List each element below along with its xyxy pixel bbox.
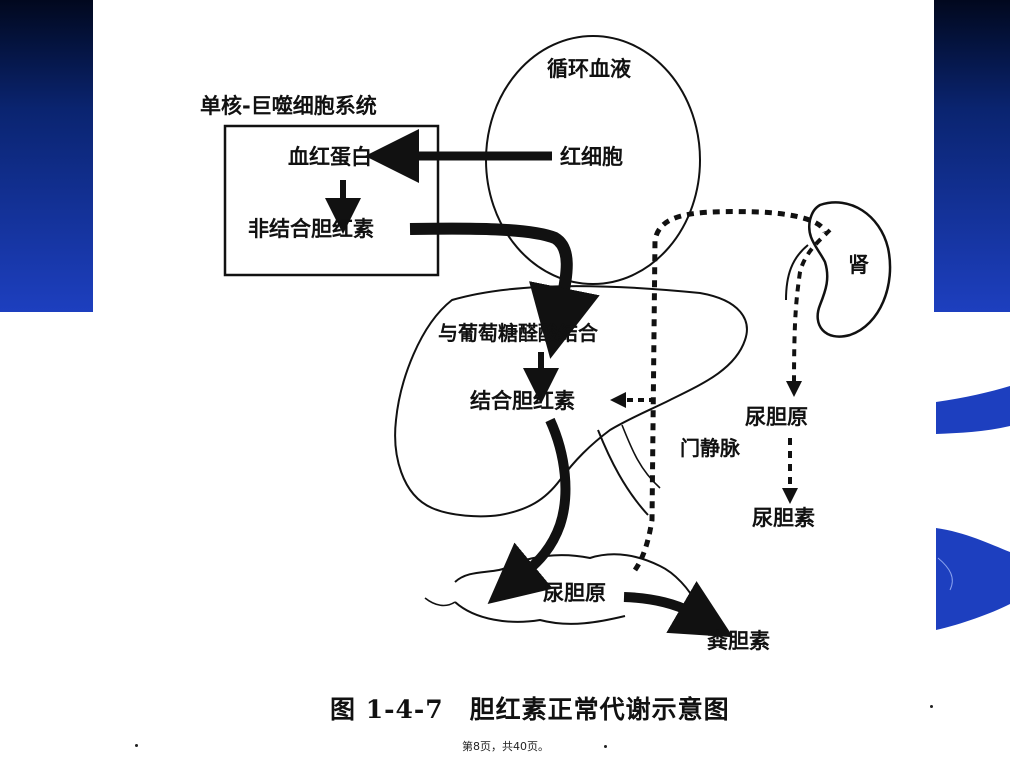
figure-title: 胆红素正常代谢示意图 (469, 695, 730, 724)
label-urobilinogen-intestine: 尿胆原 (543, 581, 606, 605)
label-glucuronide: 与葡萄糖醛酸结合 (438, 321, 599, 345)
label-urobilin: 尿胆素 (752, 506, 815, 530)
page-footer: 第8页，共40页。 (462, 740, 549, 753)
arrow-conjugated-to-intestine (487, 417, 571, 605)
arrow-unconjugated-to-liver (409, 222, 600, 359)
slide-background-right (934, 0, 1010, 312)
label-hemoglobin: 血红蛋白 (288, 145, 372, 169)
slide-background-left (0, 0, 93, 312)
dashed-kidney-ureter (786, 228, 832, 397)
label-rbc: 红细胞 (560, 145, 623, 169)
speck-dot (604, 745, 607, 748)
speck-dot (135, 744, 138, 747)
label-circulating-blood: 循环血液 (547, 57, 631, 81)
label-urobilinogen-kidney: 尿胆原 (745, 405, 808, 429)
dashed-enterohepatic (632, 209, 828, 572)
label-portal-vein: 门静脉 (680, 436, 741, 460)
label-unconjugated-bilirubin: 非结合胆红素 (248, 217, 374, 241)
liver-outline (394, 285, 748, 518)
arrow-urobilinogen-to-stercobilin (623, 581, 734, 638)
label-conjugated-bilirubin: 结合胆红素 (470, 389, 575, 413)
figure-number: 图 1-4-7 (330, 695, 444, 724)
label-kidney: 肾 (848, 253, 869, 277)
speck-dot (930, 705, 933, 708)
figure-caption: 图 1-4-7 胆红素正常代谢示意图 (330, 690, 730, 726)
hepatic-vessel (597, 429, 649, 516)
mps-box (223, 124, 440, 277)
label-stercobilin: 粪胆素 (707, 629, 770, 653)
label-box-title: 单核-巨噬细胞系统 (200, 94, 377, 118)
